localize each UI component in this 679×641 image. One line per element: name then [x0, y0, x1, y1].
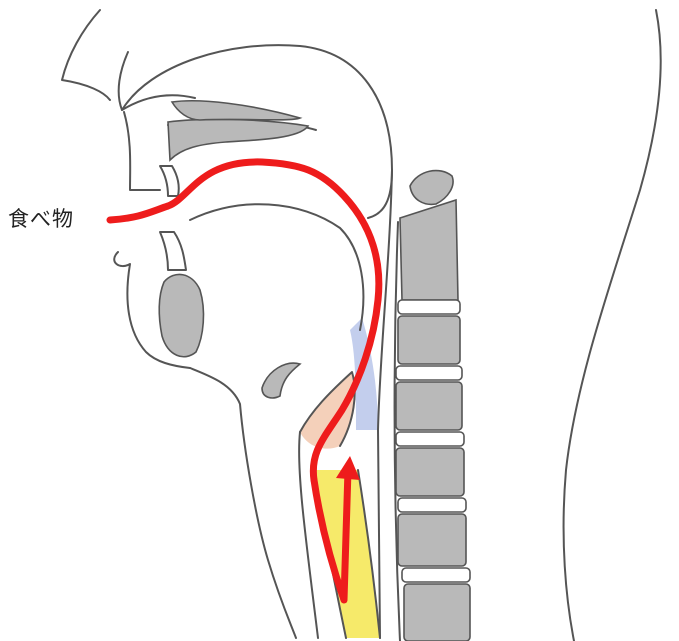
atlas-bone: [410, 171, 453, 205]
neck-back-outline: [564, 10, 661, 641]
intervertebral-disc: [396, 432, 464, 446]
cervical-spine: [395, 171, 471, 641]
mandible-bone: [159, 274, 203, 356]
intervertebral-disc: [402, 568, 470, 582]
face-outline: [62, 10, 195, 110]
neck-front-outline: [190, 368, 296, 638]
vertebra: [398, 316, 460, 364]
vertebra: [398, 514, 466, 566]
vertebra: [396, 448, 464, 496]
upper-teeth: [160, 166, 179, 196]
pharynx-back-wall: [378, 170, 392, 638]
food-label: 食べ物: [8, 203, 74, 233]
hard-palate-bone: [168, 119, 308, 160]
intervertebral-disc: [396, 366, 462, 380]
tongue-outline: [190, 204, 363, 330]
vertebra: [404, 584, 470, 641]
arrow-head: [336, 456, 360, 480]
hyoid-bone: [262, 363, 300, 398]
intervertebral-disc: [398, 300, 460, 314]
vertebra: [396, 382, 462, 430]
intervertebral-disc: [398, 498, 466, 512]
nasal-cavity-bone: [172, 101, 300, 120]
vertebra: [400, 200, 458, 300]
lower-teeth: [160, 232, 186, 270]
upper-lip: [124, 112, 160, 190]
